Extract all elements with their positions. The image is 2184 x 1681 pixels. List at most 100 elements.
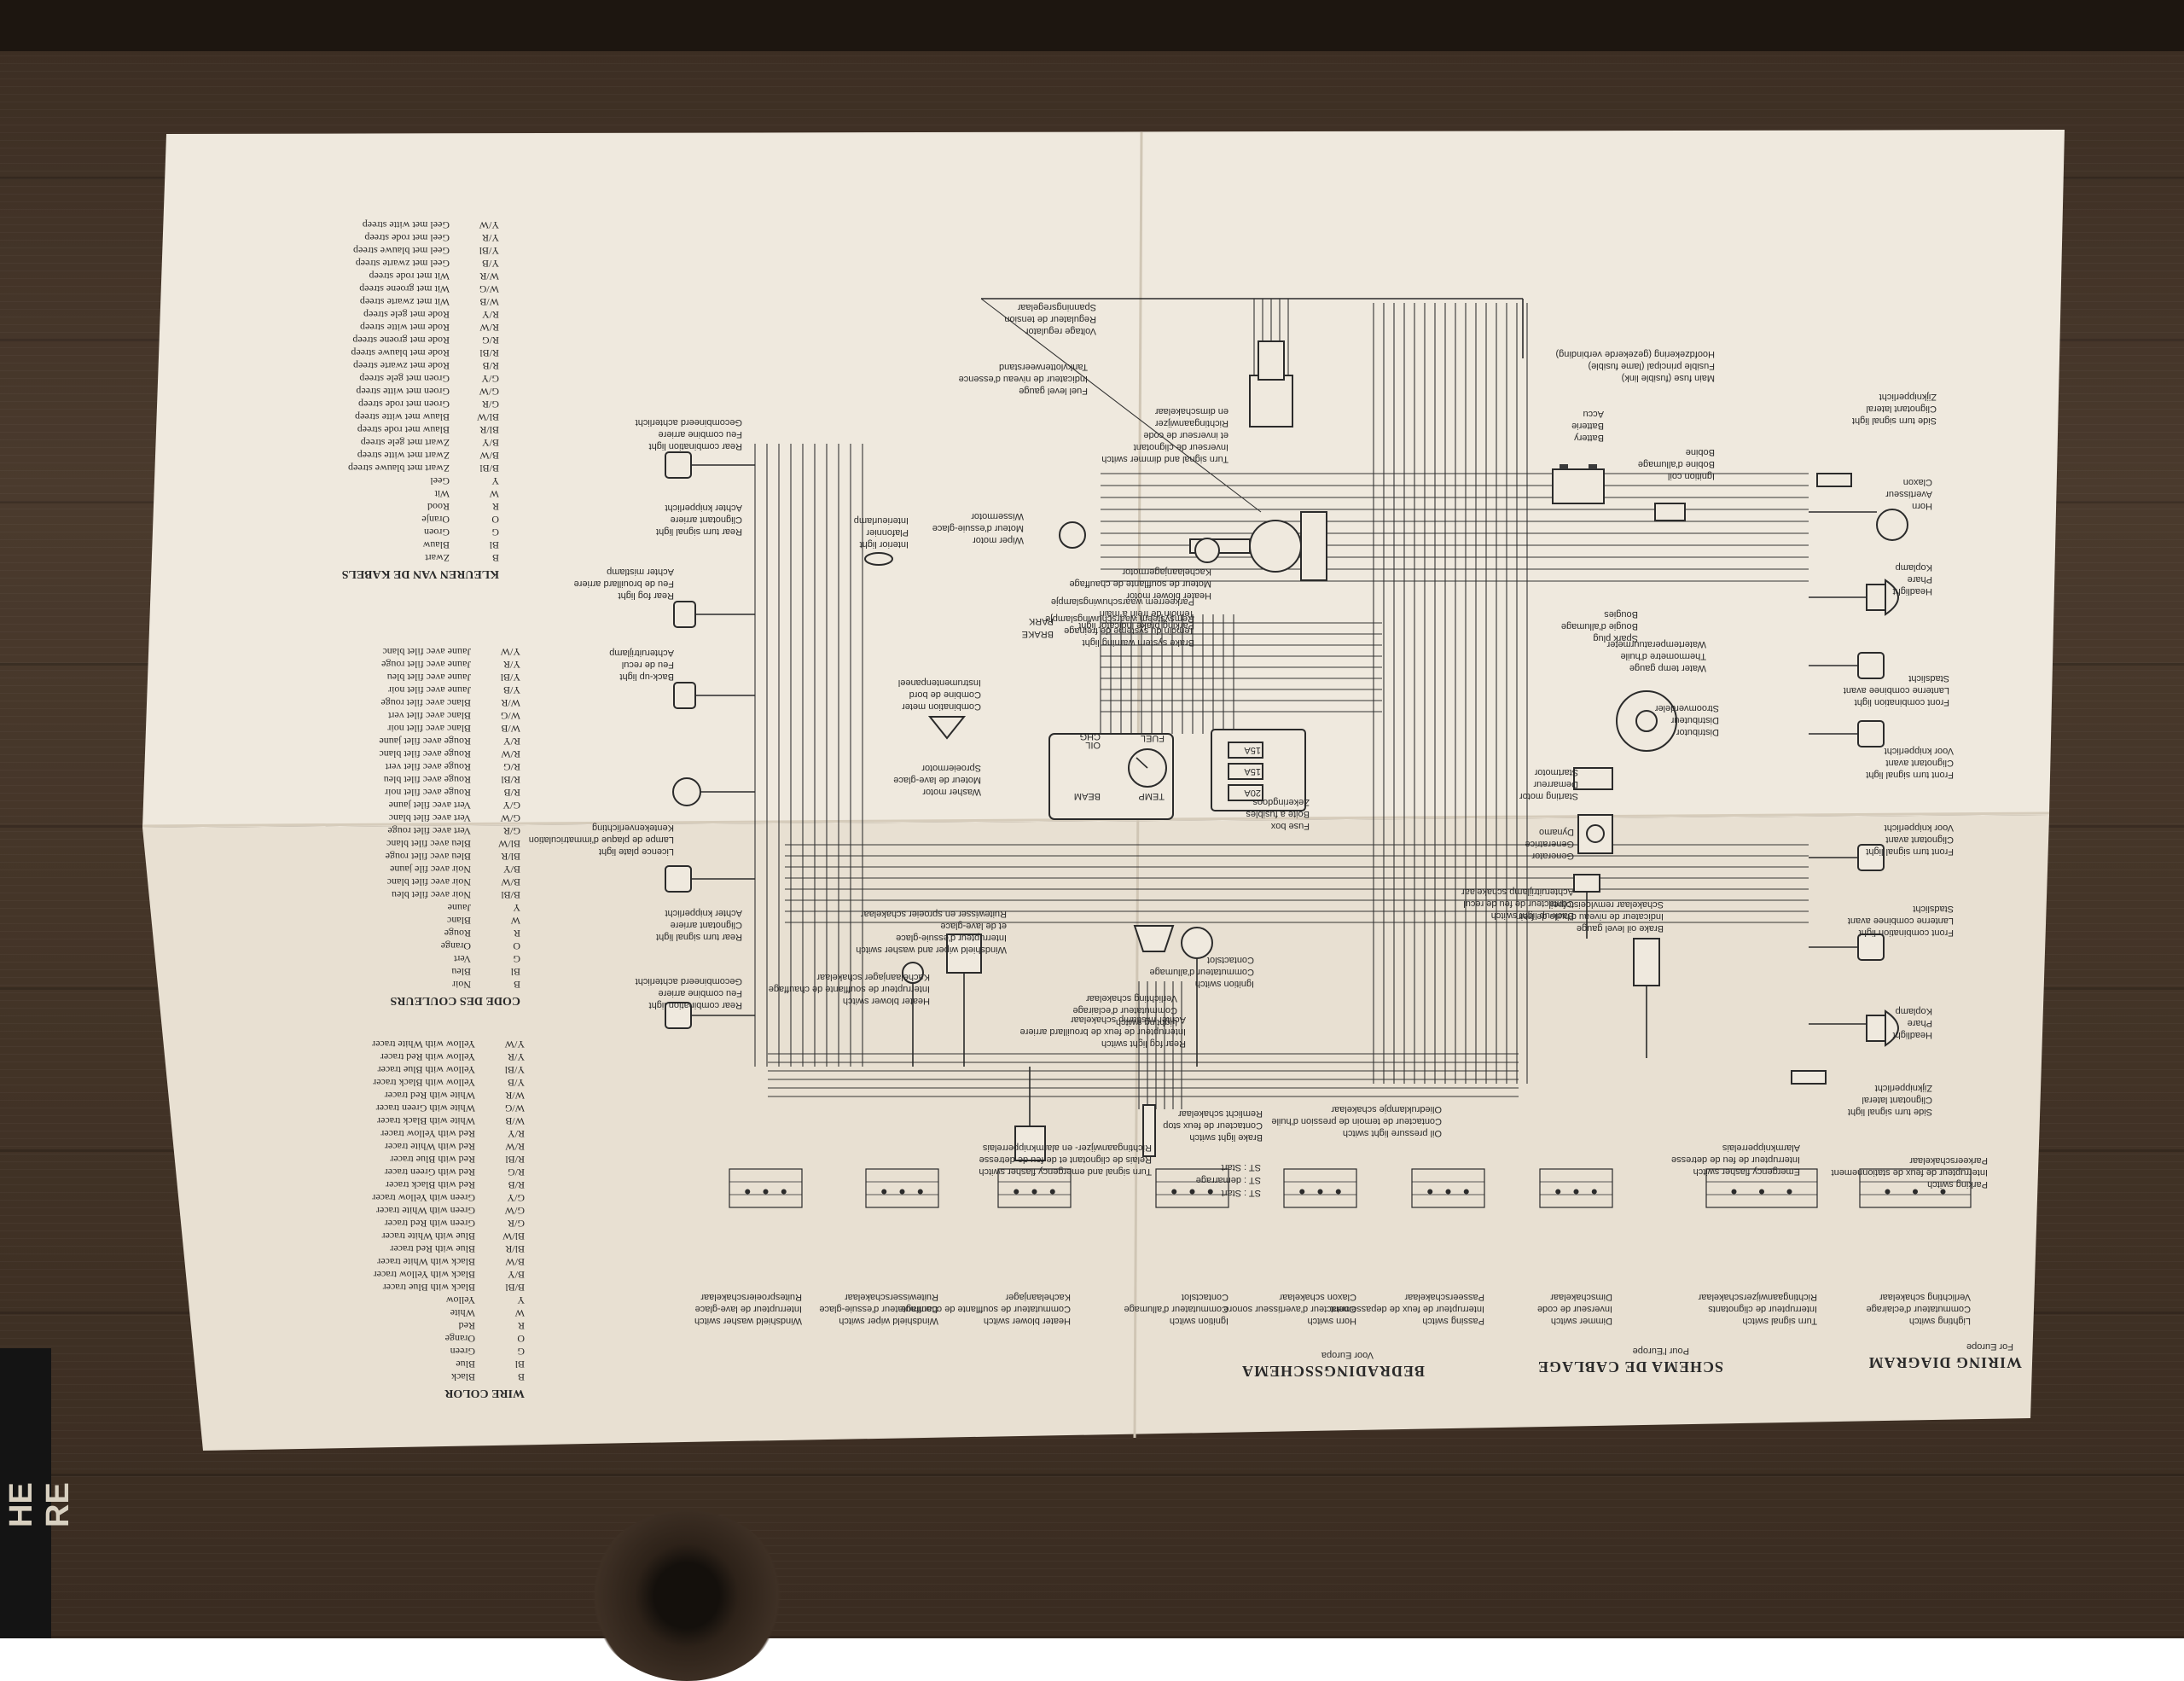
wire-color-name: Green with White tracer [375, 1205, 475, 1217]
wire-code: Bl [514, 1358, 525, 1370]
table-contact-dot [1445, 1189, 1451, 1195]
wire-code: W [514, 1307, 525, 1319]
gauge-label-beam: BEAM [1073, 791, 1101, 801]
wire-color-name: Rouge avec filet noir [385, 787, 471, 799]
wire-code: Y/B [481, 258, 499, 270]
wire-color-name: Wit met zwarte streep [359, 296, 450, 308]
wire-code: B/Bl [501, 889, 520, 901]
wire-color-name: Noir avec filet bleu [392, 889, 471, 901]
wire-color-name: Geel met rode streep [364, 232, 450, 244]
wire-color-en-row: W White [372, 1306, 525, 1319]
table-contact-dot [917, 1189, 923, 1195]
wire-code: R [513, 928, 520, 939]
table-contact-dot [1049, 1189, 1055, 1195]
wire-code: Y/W [500, 646, 520, 658]
wire-code: G/Y [481, 373, 499, 385]
back-up-light-switch [1573, 874, 1600, 893]
wire-color-name: Yellow with White tracer [372, 1038, 475, 1050]
turn-signal-dimmer-switch [1189, 511, 1327, 581]
wire-code: B/W [479, 450, 499, 462]
wire-color-name: Rode met blauwe streep [351, 347, 450, 359]
wire-color-name: Jaune avec filet noir [388, 684, 471, 696]
wire-color-name: Noir [452, 979, 471, 991]
title-english: WIRING DIAGRAM [1867, 1354, 2023, 1371]
book-corner [0, 1348, 51, 1638]
wire-color-name: Groen met witte streep [356, 386, 450, 398]
wire-code: Bl/R [501, 851, 520, 863]
wire-color-name: White with Green tracer [375, 1102, 475, 1114]
wire-code: Y/Bl [479, 245, 499, 257]
title-dutch: BEDRADINGSSCHEMA [1240, 1363, 1425, 1380]
wire-color-name: Rode met gele streep [363, 309, 450, 321]
table-contact-dot [1171, 1189, 1177, 1195]
front-turn-signal-light-l [1857, 844, 1885, 871]
wire-code: G/R [502, 825, 520, 837]
wiper-motor [1059, 521, 1086, 549]
wire-code: Bl/R [505, 1243, 525, 1255]
wire-color-name: Wit met rode streep [369, 270, 450, 282]
wire-color-name: Orange [444, 1333, 475, 1345]
lighting-switch-table [1859, 1168, 1972, 1208]
wire-code: B/Bl [505, 1282, 525, 1294]
wire-color-name: White [450, 1307, 475, 1319]
distributor [1616, 690, 1677, 752]
table-contact-dot [1463, 1189, 1469, 1195]
switch-position-tables [729, 1168, 1972, 1208]
combination-meter [1048, 733, 1174, 820]
headlight-r [1866, 579, 1899, 616]
table-contact-dot [1731, 1189, 1737, 1195]
wire-color-name: Jaune [447, 902, 471, 914]
wire-color-name: Yellow with Red tracer [380, 1051, 475, 1063]
wire-color-name: Geel [430, 475, 450, 487]
wire-code: R/Y [502, 736, 520, 747]
wire-code: O [517, 1333, 525, 1345]
wire-color-name: Red [458, 1320, 475, 1332]
table-contact-dot [881, 1189, 887, 1195]
wire-color-name: Wit [434, 488, 450, 500]
wire-color-name: Noir avec file jaune [390, 864, 471, 875]
wire-code: W/B [479, 296, 499, 308]
ignition-coil [1654, 503, 1686, 521]
starting-motor [1573, 767, 1613, 790]
wire-code: R/Bl [479, 347, 499, 359]
wire-code: G/W [479, 386, 499, 398]
wire-code: W [489, 488, 499, 500]
wire-color-name: Rode met groene streep [352, 334, 450, 346]
wiring-diagram-sheet [142, 130, 2065, 1451]
wire-code: B/W [501, 876, 520, 888]
wire-code: Y/Bl [504, 1064, 525, 1076]
rear-combination-light-l [665, 1002, 692, 1029]
wire-color-name: Rouge avec filet blanc [379, 748, 471, 760]
wire-code: Y/R [507, 1051, 525, 1063]
